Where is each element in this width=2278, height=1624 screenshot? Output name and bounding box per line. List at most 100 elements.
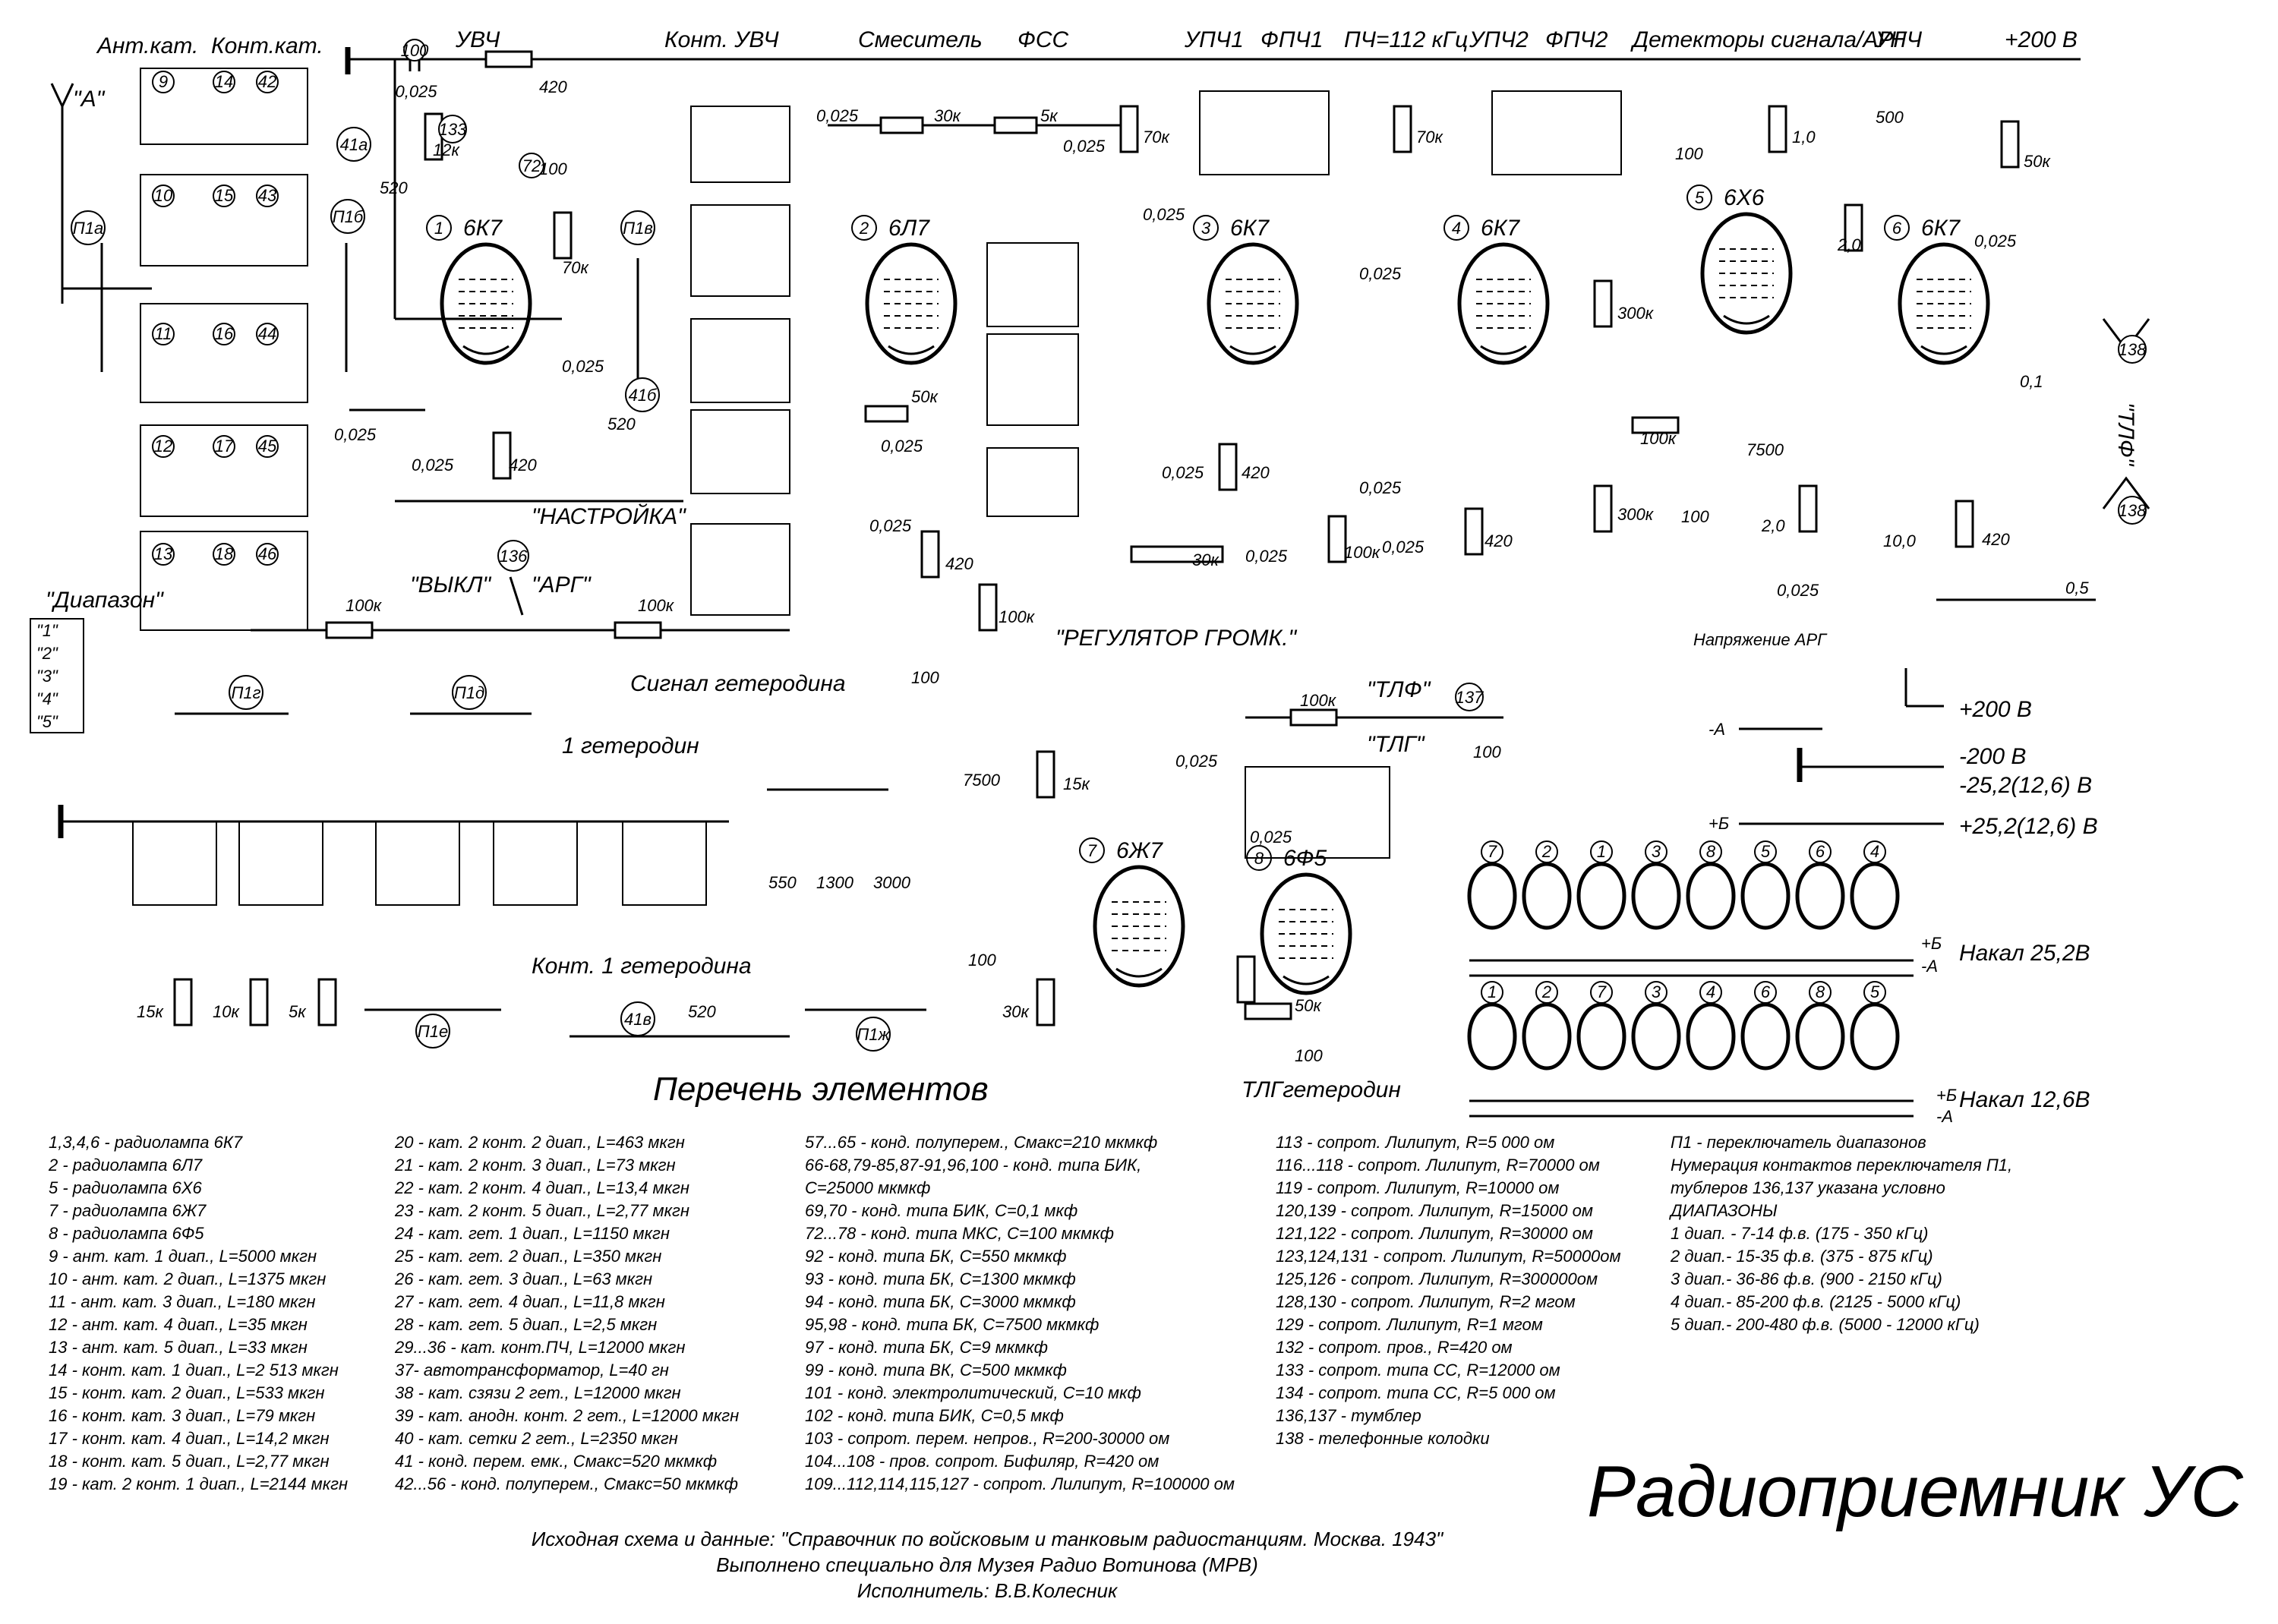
- svg-text:-25,2(12,6) В: -25,2(12,6) В: [1959, 773, 2092, 798]
- parts-list-title: Перечень элементов: [653, 1071, 989, 1108]
- svg-text:50к: 50к: [2024, 152, 2051, 171]
- svg-text:100: 100: [1473, 743, 1501, 762]
- tlf-jack-label: "ТЛФ": [2113, 402, 2138, 467]
- tube-type: 6К7: [1230, 216, 1270, 241]
- tube-number: 6: [1761, 982, 1771, 1001]
- if-stages: 70к 0,025 70к 0,025 0,025 420 0,025 30к …: [1119, 90, 1622, 569]
- tube-type: 6Л7: [888, 216, 930, 241]
- heater-tube-5: 5: [1850, 981, 1900, 1071]
- parts-list-item: 94 - конд. типа БК, С=3000 мкмкф: [805, 1292, 1076, 1311]
- tube-number: 2: [1541, 982, 1551, 1001]
- parts-list-item: 101 - конд. электролитический, С=10 мкф: [805, 1383, 1141, 1402]
- tlg-switch-label: "ТЛГ": [1367, 732, 1425, 757]
- mixer-stage: 0,025 30к 5к 0,025 50к 0,025 0,025 420 1…: [816, 106, 1124, 632]
- svg-text:420: 420: [509, 456, 537, 475]
- svg-text:100к: 100к: [1344, 543, 1381, 562]
- parts-list-item: П1 - переключатель диапазонов: [1671, 1133, 1926, 1152]
- schematic-diagram: 100 0,025 420 УВЧ Конт. УВЧ Смеситель ФС…: [30, 27, 2150, 1124]
- svg-text:10к: 10к: [213, 1002, 240, 1021]
- svg-text:0,025: 0,025: [562, 357, 604, 376]
- parts-list-item: 10 - ант. кат. 2 диап., L=1375 мкгн: [49, 1269, 327, 1288]
- svg-text:П1е: П1е: [418, 1022, 448, 1041]
- parts-list-item: 13 - ант. кат. 5 диап., L=33 мкгн: [49, 1338, 308, 1357]
- svg-text:0,025: 0,025: [412, 456, 454, 475]
- credits: Исходная схема и данные: "Справочник по …: [486, 1526, 1488, 1604]
- parts-list-item: 1 диап. - 7-14 ф.в. (175 - 350 кГц): [1671, 1224, 1929, 1243]
- svg-text:1,0: 1,0: [1792, 128, 1816, 147]
- capacitor-c98: 7500: [1746, 440, 1784, 459]
- upch2-label: УПЧ2: [1469, 27, 1529, 52]
- svg-text:100к: 100к: [1640, 429, 1677, 448]
- parts-list-item: 104...108 - пров. сопрот. Бифиляр, R=420…: [805, 1452, 1160, 1471]
- parts-list-item: 24 - кат. гет. 1 диап., L=1150 мкгн: [395, 1224, 670, 1243]
- svg-text:Накал 25,2В: Накал 25,2В: [1959, 941, 2090, 966]
- resistor-r116: 70к: [553, 211, 589, 277]
- credits-source: Исходная схема и данные: "Справочник по …: [531, 1528, 1443, 1550]
- heater-25v-terminals: +Б -А Накал 25,2В: [1921, 934, 2090, 976]
- capacitor-c102: 0,5: [1936, 579, 2096, 601]
- svg-text:500: 500: [1876, 108, 1904, 127]
- upch1-label: УПЧ1: [1184, 27, 1244, 52]
- capacitor-c76: 100: [1675, 144, 1703, 163]
- component-46: 46: [256, 543, 279, 566]
- parts-list-item: 15 - конт. кат. 2 диап., L=533 мкгн: [49, 1383, 325, 1402]
- detector-stage: 100 1,0 300к 100к 7500 100 300к 2,0 0,02…: [1593, 105, 1863, 600]
- parts-list-item: 102 - конд. типа БИК, С=0,5 мкф: [805, 1406, 1064, 1425]
- credits-author: Исполнитель: В.В.Колесник: [857, 1579, 1118, 1602]
- svg-text:П1б: П1б: [333, 207, 364, 226]
- parts-list-item: 116...118 - сопрот. Лилипут, R=70000 ом: [1276, 1156, 1600, 1175]
- svg-text:72: 72: [522, 156, 541, 175]
- heater-tube-1: 1: [1576, 840, 1626, 930]
- main-title: Радиоприемник УС: [1587, 1451, 2243, 1532]
- parts-list-item: 125,126 - сопрот. Лилипут, R=300000ом: [1276, 1269, 1598, 1288]
- svg-text:+Б: +Б: [1921, 934, 1942, 953]
- unch-label: УНЧ: [1875, 27, 1923, 52]
- uvch-stage: 41а 520 133 12к 70к 72 100 0,025 0,025 0…: [334, 59, 683, 503]
- svg-text:100: 100: [401, 41, 429, 60]
- tlg-lo-label: ТЛГгетеродин: [1242, 1077, 1401, 1102]
- component-45: 45: [256, 435, 279, 458]
- parts-list-item: 92 - конд. типа БК, С=550 мкмкф: [805, 1247, 1067, 1266]
- parts-list-item: 109...112,114,115,127 - сопрот. Лилипут,…: [805, 1474, 1235, 1493]
- switch-p1a: П1а: [71, 210, 106, 372]
- heater-tube-6: 6: [1740, 981, 1791, 1071]
- svg-text:70к: 70к: [1416, 128, 1443, 147]
- svg-text:0,025: 0,025: [881, 437, 923, 456]
- capacitor-c83: 0,025: [1063, 137, 1106, 156]
- toggle-137: 137: [1455, 683, 1484, 711]
- heater-tube-4: 4: [1686, 981, 1736, 1071]
- parts-list-item: 1,3,4,6 - радиолампа 6К7: [49, 1133, 243, 1152]
- tube-number: 1: [1597, 842, 1606, 861]
- svg-text:100к: 100к: [1300, 691, 1337, 710]
- supply-terminals: +200 В -А -200 В -25,2(12,6) В +Б +25,2(…: [1708, 668, 2098, 839]
- component-15: 15: [213, 184, 235, 207]
- mixer-label: Смеситель: [858, 27, 983, 52]
- svg-text:100: 100: [1675, 144, 1703, 163]
- svg-text:14: 14: [215, 72, 233, 91]
- parts-list-item: 23 - кат. 2 конт. 5 диап., L=2,77 мкгн: [395, 1201, 689, 1220]
- parts-list-item: 95,98 - конд. типа БК, С=7500 мкмкф: [805, 1315, 1100, 1334]
- svg-text:41а: 41а: [340, 135, 368, 154]
- resistor-r126: 300к: [1593, 484, 1655, 533]
- svg-text:137: 137: [1456, 688, 1484, 707]
- svg-text:П1ж: П1ж: [857, 1025, 890, 1044]
- svg-text:7500: 7500: [1746, 440, 1784, 459]
- resistor-r122: 30к: [828, 106, 1124, 134]
- parts-list-item: 29...36 - кат. конт.ПЧ, L=12000 мкгн: [395, 1338, 686, 1357]
- svg-text:0,025: 0,025: [816, 106, 859, 125]
- capacitor-c87: 0,025: [1359, 264, 1402, 283]
- tube-type: 6Ж7: [1116, 838, 1163, 863]
- resistor-r131: 50к: [2000, 120, 2051, 171]
- toggle-136: 136: [497, 540, 529, 616]
- resistor-r117: 70к: [1119, 105, 1170, 153]
- capacitor-c88: 0,025: [1974, 232, 2017, 251]
- parts-list-item: 113 - сопрот. Лилипут, R=5 000 ом: [1276, 1133, 1555, 1152]
- svg-text:0,025: 0,025: [1245, 547, 1288, 566]
- capacitor-c82: 0,025: [816, 106, 859, 125]
- tlf-switch-label: "ТЛФ": [1367, 677, 1431, 702]
- svg-text:-А: -А: [1921, 957, 1938, 976]
- parts-list-item: 99 - конд. типа ВК, С=500 мкмкф: [805, 1361, 1067, 1380]
- parts-list-item: ДИАПАЗОНЫ: [1671, 1201, 1778, 1220]
- svg-text:0,025: 0,025: [1777, 581, 1819, 600]
